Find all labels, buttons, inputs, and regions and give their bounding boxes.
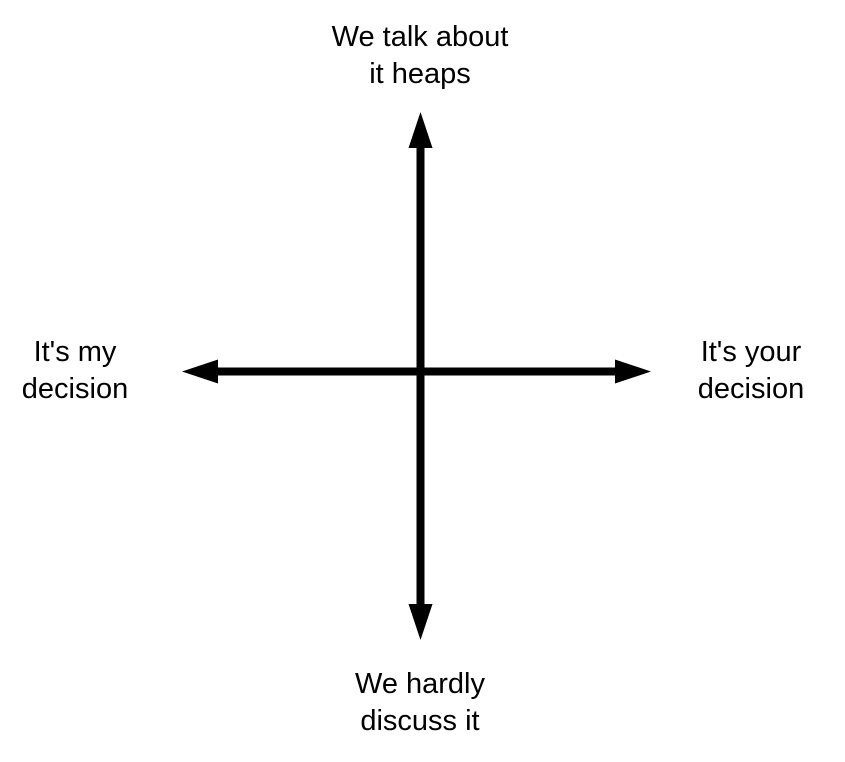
axis-label-bottom: We hardly discuss it [354,668,486,737]
axis-label-left: It's my decision [21,336,129,405]
arrowhead-right-icon [615,359,651,384]
arrowhead-down-icon [408,604,433,640]
arrowhead-up-icon [408,112,433,148]
arrowhead-left-icon [182,359,218,384]
axis-label-right: It's your decision [697,336,805,405]
axis-label-top: We talk about it heaps [331,21,509,90]
